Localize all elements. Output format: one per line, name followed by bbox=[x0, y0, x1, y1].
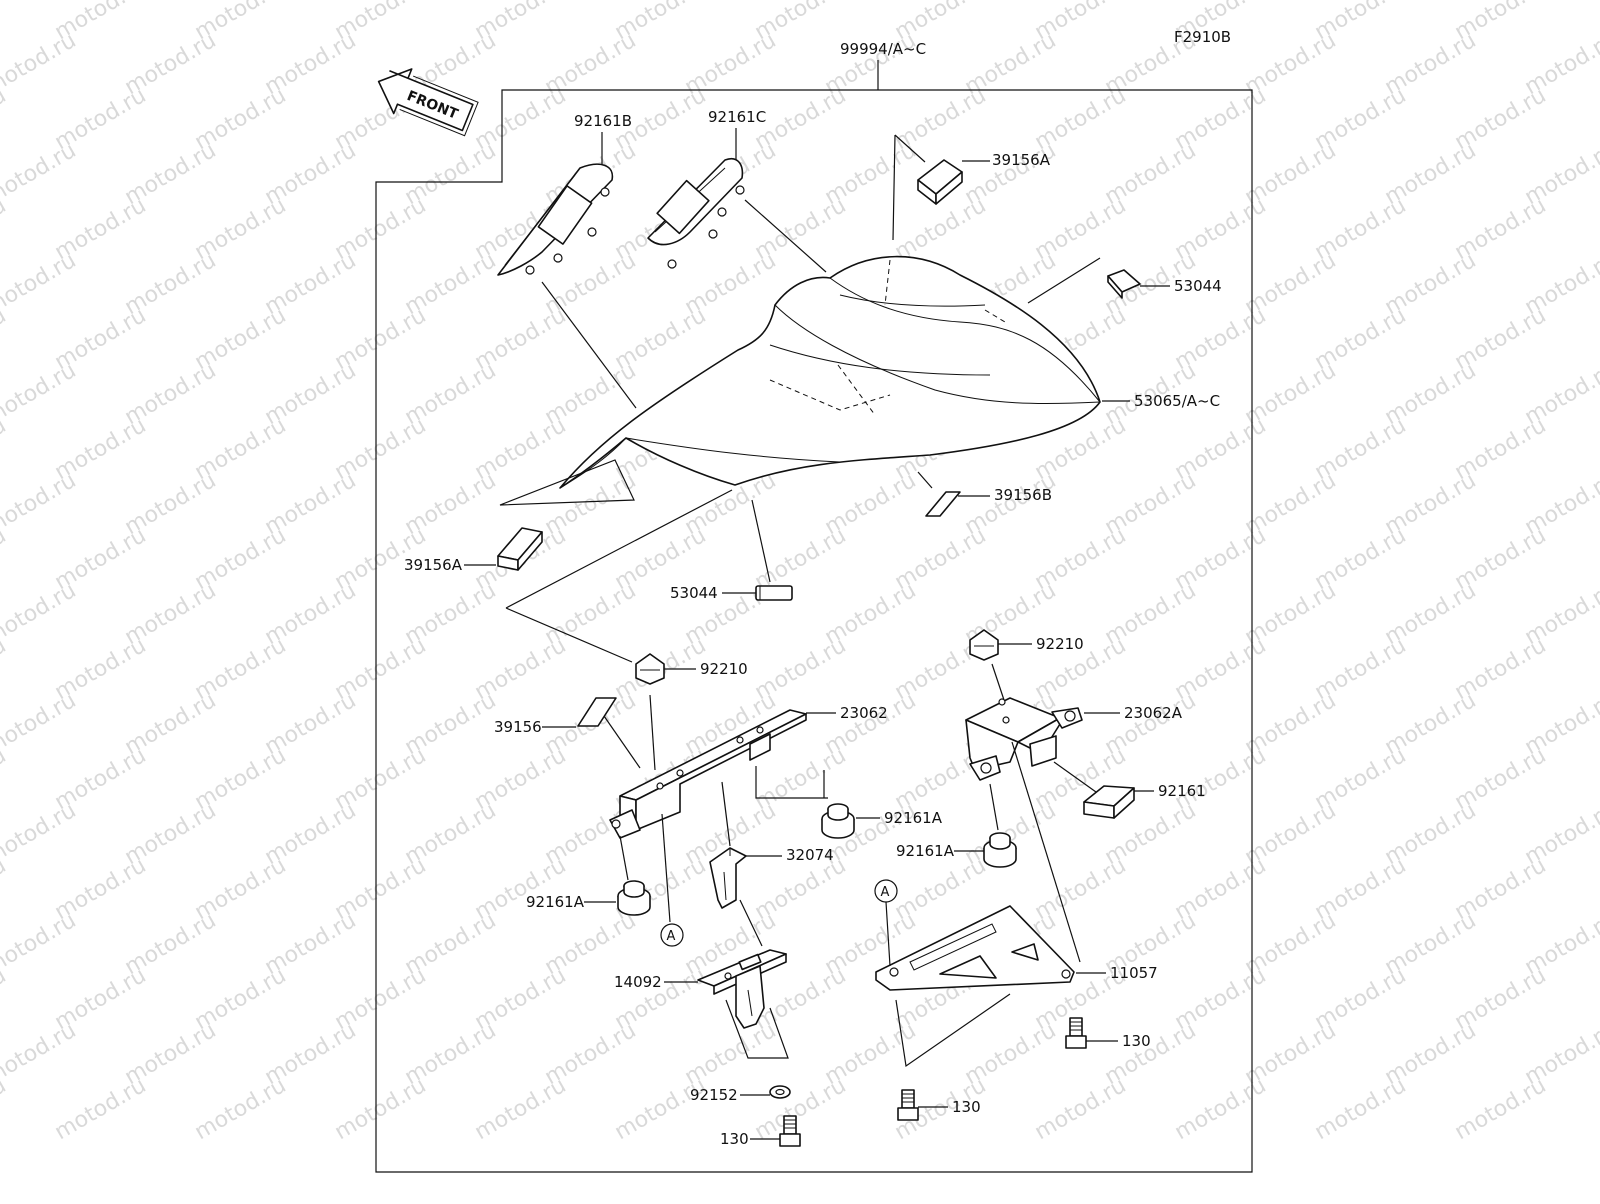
label-damper-a-right: 92161A bbox=[896, 842, 955, 860]
label-damper-a-left: 92161A bbox=[526, 893, 585, 911]
label-damper-a-mid: 92161A bbox=[884, 809, 943, 827]
ref-a-left: A bbox=[661, 924, 683, 946]
watermark-text: motod.ru bbox=[0, 138, 80, 210]
label-nut-left: 92210 bbox=[700, 660, 748, 678]
watermark-text: motod.ru bbox=[0, 688, 80, 760]
label-stay-11057: 11057 bbox=[1110, 964, 1158, 982]
damper-92161a-mid bbox=[822, 804, 854, 838]
figure-id: F2910B bbox=[1174, 28, 1231, 46]
watermark-text: motod.ru bbox=[0, 248, 80, 320]
watermark-text: motod.ru bbox=[0, 83, 10, 155]
label-clip-right: 53044 bbox=[1174, 277, 1222, 295]
seal-39156b bbox=[926, 492, 960, 516]
label-plate-32074: 32074 bbox=[786, 846, 834, 864]
svg-text:A: A bbox=[667, 929, 676, 944]
bolt-130-mid bbox=[898, 1090, 918, 1120]
label-seal-left: 39156A bbox=[404, 556, 463, 574]
pad-92161c bbox=[648, 159, 744, 268]
label-cover: 53065/A~C bbox=[1134, 392, 1220, 410]
label-bracket-23062a: 23062A bbox=[1124, 704, 1183, 722]
label-bolt-130-mid: 130 bbox=[952, 1098, 981, 1116]
damper-92161 bbox=[1084, 786, 1134, 818]
label-bolt-130-right: 130 bbox=[1122, 1032, 1151, 1050]
watermark-text: motod.ru bbox=[51, 1073, 151, 1145]
watermark-text: motod.ru bbox=[191, 1073, 291, 1145]
label-washer-92152: 92152 bbox=[690, 1086, 738, 1104]
watermark-text: motod.ru bbox=[471, 1073, 571, 1145]
label-seal-top: 39156A bbox=[992, 151, 1051, 169]
label-damper-92161: 92161 bbox=[1158, 782, 1206, 800]
label-kit: 99994/A~C bbox=[840, 40, 926, 58]
label-bracket-23062: 23062 bbox=[840, 704, 888, 722]
watermark-text: motod.ru bbox=[0, 633, 10, 705]
watermark-text: motod.ru bbox=[0, 0, 10, 45]
watermark-text: motod.ru bbox=[0, 303, 10, 375]
watermark-text: motod.ru bbox=[1031, 1073, 1131, 1145]
watermark-text: motod.ru bbox=[331, 1073, 431, 1145]
clip-53044-lower bbox=[756, 586, 792, 600]
watermark-text: motod.ru bbox=[1451, 1073, 1551, 1145]
watermark-text: motod.ru bbox=[0, 468, 80, 540]
label-seal-b: 39156B bbox=[994, 486, 1052, 504]
watermark-text: motod.ru bbox=[611, 1073, 711, 1145]
watermark-text: motod.ru bbox=[0, 28, 80, 100]
watermark-text: motod.ru bbox=[1311, 1073, 1411, 1145]
svg-text:A: A bbox=[881, 885, 890, 900]
label-pad-left: 92161B bbox=[574, 112, 632, 130]
watermark-text: motod.ru bbox=[0, 1073, 10, 1145]
label-clip-lower: 53044 bbox=[670, 584, 718, 602]
ref-a-right: A bbox=[875, 880, 897, 902]
seal-39156a-top bbox=[918, 160, 962, 204]
watermark-text: motod.ru bbox=[0, 743, 10, 815]
watermark-text: motod.ru bbox=[0, 798, 80, 870]
bracket-23062a bbox=[966, 698, 1082, 780]
watermark-text: motod.ru bbox=[0, 1018, 80, 1090]
watermark-text: motod.ru bbox=[0, 413, 10, 485]
washer-92152 bbox=[770, 1086, 790, 1098]
watermark-text: motod.ru bbox=[0, 358, 80, 430]
bolt-130-right bbox=[1066, 1018, 1086, 1048]
label-stay-14092: 14092 bbox=[614, 973, 662, 991]
watermark-text: motod.ru bbox=[0, 578, 80, 650]
watermark-text: motod.ru bbox=[0, 908, 80, 980]
watermark-text: motod.ru bbox=[0, 193, 10, 265]
watermark-text: motod.ru bbox=[0, 523, 10, 595]
watermark-text: motod.ru bbox=[0, 963, 10, 1035]
label-nut-right: 92210 bbox=[1036, 635, 1084, 653]
watermark-text: motod.ru bbox=[1171, 1073, 1271, 1145]
label-pad-right: 92161C bbox=[708, 108, 766, 126]
label-bolt-130-left: 130 bbox=[720, 1130, 749, 1148]
watermark-text: motod.ru bbox=[0, 853, 10, 925]
label-seal-39156: 39156 bbox=[494, 718, 542, 736]
